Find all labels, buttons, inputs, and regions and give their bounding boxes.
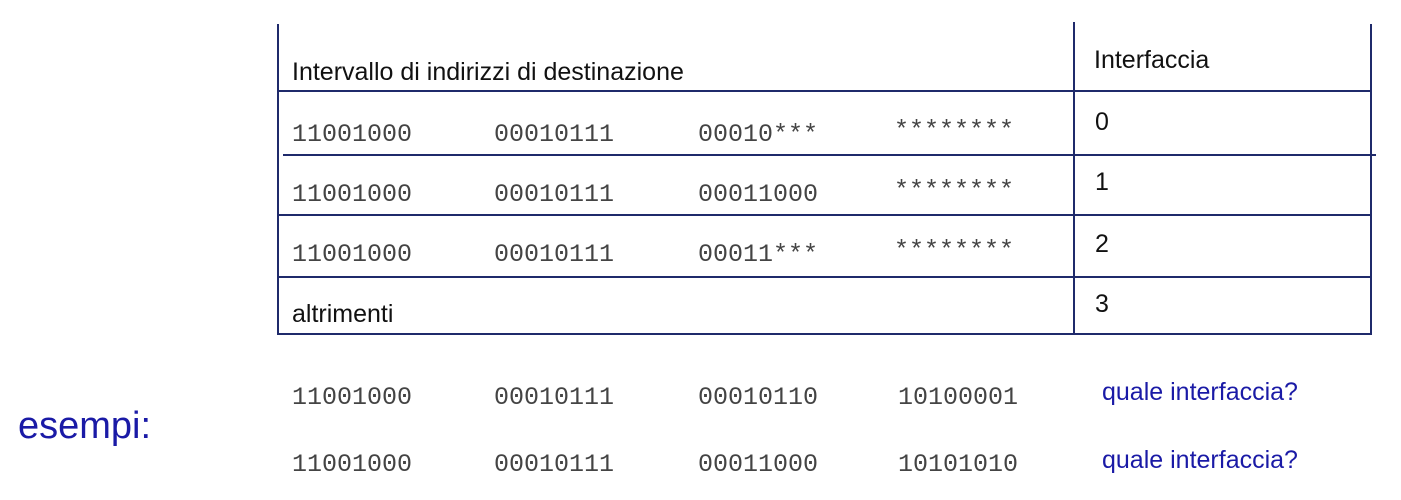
example-0-byte4: 10100001 (898, 383, 1019, 412)
table-row-1-byte3: 00011000 (698, 180, 819, 209)
otherwise-interface: 3 (1095, 290, 1109, 318)
example-1-byte2: 00010111 (494, 450, 615, 479)
table-row-0-byte2: 00010111 (494, 120, 615, 149)
example-1-byte3: 00011000 (698, 450, 819, 479)
table-row-2-interface: 2 (1095, 230, 1109, 258)
otherwise-label: altrimenti (292, 300, 394, 328)
column-divider (1073, 22, 1075, 334)
row-divider (277, 90, 1372, 92)
examples-label: esempi: (18, 405, 152, 447)
table-row-2-byte3: 00011*** (698, 240, 819, 269)
table-row-0-interface: 0 (1095, 108, 1109, 136)
table-row-0-byte3: 00010*** (698, 120, 819, 149)
header-range: Intervallo di indirizzi di destinazione (292, 58, 684, 86)
table-row-1-byte4: ******** (894, 176, 1015, 205)
forwarding-table (277, 24, 1372, 335)
example-0-question: quale interfaccia? (1102, 378, 1298, 406)
table-row-2-byte2: 00010111 (494, 240, 615, 269)
table-row-2-byte4: ******** (894, 236, 1015, 265)
table-row-1-byte1: 11001000 (292, 180, 413, 209)
example-1-byte4: 10101010 (898, 450, 1019, 479)
row-divider (277, 214, 1372, 216)
table-row-1-interface: 1 (1095, 168, 1109, 196)
example-1-byte1: 11001000 (292, 450, 413, 479)
example-0-byte3: 00010110 (698, 383, 819, 412)
row-divider (277, 276, 1372, 278)
table-row-2-byte1: 11001000 (292, 240, 413, 269)
example-0-byte1: 11001000 (292, 383, 413, 412)
example-0-byte2: 00010111 (494, 383, 615, 412)
example-1-question: quale interfaccia? (1102, 446, 1298, 474)
table-row-1-byte2: 00010111 (494, 180, 615, 209)
row-divider (283, 154, 1376, 156)
table-row-0-byte1: 11001000 (292, 120, 413, 149)
table-row-0-byte4: ******** (894, 116, 1015, 145)
header-interface: Interfaccia (1094, 46, 1210, 74)
